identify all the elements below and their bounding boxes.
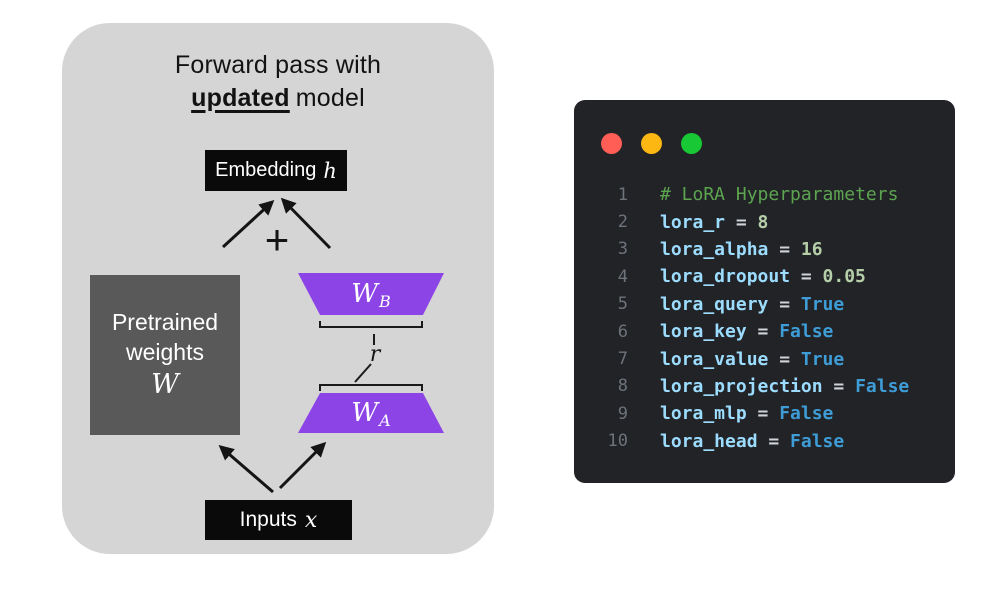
code-value: False bbox=[790, 430, 845, 452]
code-value: True bbox=[800, 348, 845, 370]
code-variable: lora_head bbox=[660, 430, 758, 452]
diagram-title-emphasis: updated bbox=[191, 84, 290, 112]
code-window: 1 # LoRA Hyperparameters 2 lora_r = 8 3 lo… bbox=[574, 100, 955, 483]
embedding-var: h bbox=[323, 158, 337, 183]
code-operator: = bbox=[833, 375, 845, 397]
close-button[interactable] bbox=[601, 133, 622, 154]
line-number: 5 bbox=[617, 294, 628, 315]
code-line: 10 lora_head = False bbox=[574, 428, 955, 455]
code-value: 0.05 bbox=[822, 266, 866, 288]
diagram-connectors bbox=[218, 197, 423, 494]
window-controls bbox=[601, 133, 702, 154]
code-variable: lora_dropout bbox=[660, 266, 791, 288]
arrow-pretrained-to-embedding bbox=[221, 199, 275, 249]
pretrained-label-line1: Pretrained bbox=[111, 309, 219, 335]
code-line: 1 # LoRA Hyperparameters bbox=[574, 181, 955, 208]
embedding-label: Embedding bbox=[215, 159, 317, 181]
code-comment: # LoRA Hyperparameters bbox=[660, 184, 899, 206]
rank-bracket-under-wb bbox=[319, 321, 423, 328]
line-number: 1 bbox=[617, 184, 628, 205]
code-line: 8 lora_projection = False bbox=[574, 373, 955, 400]
minimize-button[interactable] bbox=[641, 133, 662, 154]
code-value: 16 bbox=[800, 238, 823, 260]
code-line: 7 lora_value = True bbox=[574, 345, 955, 372]
code-line: 2 lora_r = 8 bbox=[574, 208, 955, 235]
code-value: False bbox=[779, 403, 834, 425]
code-variable: lora_mlp bbox=[660, 403, 747, 425]
maximize-button[interactable] bbox=[681, 133, 702, 154]
pretrained-symbol: W bbox=[151, 369, 179, 400]
code-value: False bbox=[779, 321, 834, 343]
diagram-title-suffix: model bbox=[295, 84, 365, 112]
diagram-title-line1: Forward pass with bbox=[174, 51, 382, 79]
arrow-inputs-to-pretrained bbox=[218, 445, 274, 494]
code-variable: lora_alpha bbox=[660, 238, 769, 260]
rank-bracket-above-wa bbox=[319, 384, 423, 391]
line-number: 10 bbox=[607, 431, 628, 452]
code-editor: 1 # LoRA Hyperparameters 2 lora_r = 8 3 lo… bbox=[574, 181, 955, 455]
pretrained-label-line2: weights bbox=[126, 339, 204, 365]
inputs-label: Inputs bbox=[239, 508, 297, 531]
line-number: 8 bbox=[617, 376, 628, 397]
code-line: 3 lora_alpha = 16 bbox=[574, 236, 955, 263]
code-line: 5 lora_query = True bbox=[574, 291, 955, 318]
line-number: 4 bbox=[617, 266, 628, 287]
code-variable: lora_key bbox=[660, 321, 747, 343]
lora-a-symbol: W bbox=[351, 398, 379, 428]
embedding-box: Embedding h bbox=[205, 150, 347, 191]
code-value: True bbox=[800, 293, 845, 315]
line-number: 9 bbox=[617, 403, 628, 424]
code-operator: = bbox=[735, 211, 747, 233]
code-variable: lora_query bbox=[660, 293, 769, 315]
code-operator: = bbox=[779, 238, 791, 260]
arrow-inputs-to-lora-a bbox=[278, 441, 327, 490]
code-value: False bbox=[855, 375, 910, 397]
code-operator: = bbox=[779, 293, 791, 315]
inputs-box: Inputs x bbox=[205, 500, 352, 540]
lora-b-subscript: B bbox=[378, 291, 391, 311]
rank-leader-line bbox=[354, 363, 372, 383]
arrow-lora-to-embedding bbox=[280, 197, 332, 250]
rank-label: r bbox=[369, 342, 381, 367]
lora-b-symbol: W bbox=[351, 279, 378, 309]
line-number: 2 bbox=[617, 212, 628, 233]
lora-a-subscript: A bbox=[379, 410, 391, 430]
code-operator: = bbox=[768, 430, 780, 452]
inputs-var: x bbox=[304, 507, 318, 533]
code-operator: = bbox=[779, 348, 791, 370]
pretrained-weights-box: Pretrained weights W bbox=[90, 275, 240, 435]
code-variable: lora_projection bbox=[660, 375, 823, 397]
code-line: 9 lora_mlp = False bbox=[574, 400, 955, 427]
line-number: 3 bbox=[617, 239, 628, 260]
code-operator: = bbox=[757, 403, 769, 425]
code-variable: lora_value bbox=[660, 348, 769, 370]
line-number: 7 bbox=[617, 349, 628, 370]
code-line: 6 lora_key = False bbox=[574, 318, 955, 345]
code-line: 4 lora_dropout = 0.05 bbox=[574, 263, 955, 290]
code-operator: = bbox=[757, 321, 769, 343]
code-variable: lora_r bbox=[660, 211, 726, 233]
plus-sign: + bbox=[264, 216, 290, 263]
line-number: 6 bbox=[617, 321, 628, 342]
code-value: 8 bbox=[757, 211, 769, 233]
code-operator: = bbox=[800, 266, 812, 288]
